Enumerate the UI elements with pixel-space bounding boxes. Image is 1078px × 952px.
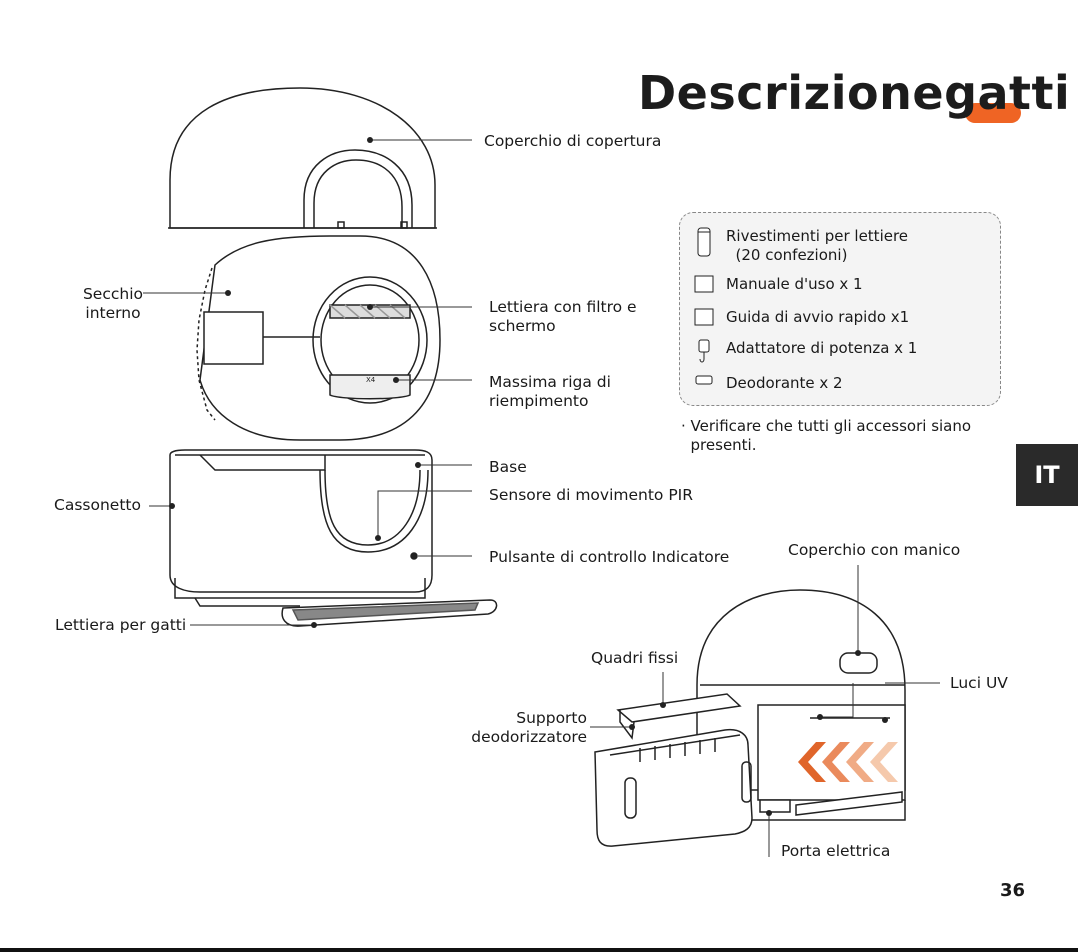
guide-icon xyxy=(694,308,714,326)
title-accent-bar xyxy=(965,103,1021,123)
top-cover-illustration xyxy=(168,87,437,229)
uv-arrows-illustration xyxy=(798,742,898,782)
label-porta-elettrica: Porta elettrica xyxy=(781,842,891,860)
bottom-rule xyxy=(0,948,1078,952)
liner-roll-icon xyxy=(694,227,714,257)
bin-illustration xyxy=(169,449,433,607)
manual-icon xyxy=(694,275,714,293)
accessory-text: Rivestimenti per lettiere (20 confezioni… xyxy=(726,227,909,264)
label-quadri-fissi: Quadri fissi xyxy=(591,649,679,667)
inner-bucket-illustration xyxy=(196,235,441,441)
accessory-text: Manuale d'uso x 1 xyxy=(726,275,863,293)
accessory-text: Guida di avvio rapido x1 xyxy=(726,308,910,326)
uv-chevron xyxy=(798,742,826,782)
accessory-item: Guida di avvio rapido x1 xyxy=(694,308,909,326)
label-lettiera-gatti: Lettiera per gatti xyxy=(55,616,187,634)
main-unit-illustration xyxy=(594,589,906,847)
accessories-note: · Verificare che tutti gli accessori sia… xyxy=(681,417,972,454)
max-fill-mark: X4 xyxy=(366,376,376,384)
label-luci-uv: Luci UV xyxy=(950,674,1008,692)
accessory-text: Deodorante x 2 xyxy=(726,374,843,392)
page-title: Descrizionegatti xyxy=(638,66,1071,120)
label-base: Base xyxy=(489,458,527,476)
accessory-item: Deodorante x 2 xyxy=(694,374,843,392)
label-lettiera-filtro: Lettiera con filtro e schermo xyxy=(489,298,637,335)
uv-chevron xyxy=(822,742,850,782)
uv-chevron xyxy=(846,742,874,782)
label-massima-riga: Massima riga di riempimento xyxy=(489,373,611,410)
accessory-item: Manuale d'uso x 1 xyxy=(694,275,863,293)
accessory-item: Rivestimenti per lettiere (20 confezioni… xyxy=(694,227,908,265)
adapter-icon xyxy=(694,339,714,365)
language-tab: IT xyxy=(1016,444,1078,506)
leader-lines xyxy=(143,139,940,857)
leader-dots xyxy=(169,137,888,816)
page-number: 36 xyxy=(1000,880,1026,901)
label-coperchio-copertura: Coperchio di copertura xyxy=(484,132,662,150)
deodorant-icon xyxy=(694,374,714,386)
label-sensore-pir: Sensore di movimento PIR xyxy=(489,486,694,504)
accessories-box: Rivestimenti per lettiere (20 confezioni… xyxy=(679,212,1001,406)
label-coperchio-manico: Coperchio con manico xyxy=(788,541,961,559)
accessory-item: Adattatore di potenza x 1 xyxy=(694,339,917,365)
label-cassonetto: Cassonetto xyxy=(54,496,141,514)
litter-mat-illustration xyxy=(281,599,498,627)
label-pulsante: Pulsante di controllo Indicatore xyxy=(489,548,730,566)
label-supporto: Supporto deodorizzatore xyxy=(471,709,587,746)
uv-chevron xyxy=(870,742,898,782)
accessory-text: Adattatore di potenza x 1 xyxy=(726,339,918,357)
label-secchio-interno: Secchio interno xyxy=(82,285,144,322)
